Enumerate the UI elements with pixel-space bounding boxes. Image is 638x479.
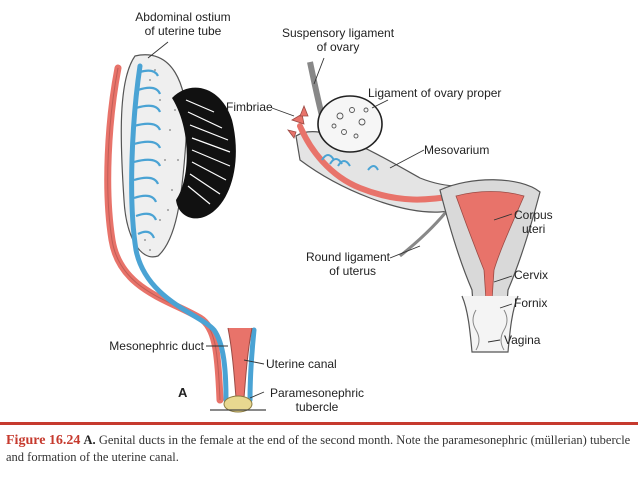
label-fornix: Fornix [514, 296, 548, 310]
label-suspensory-ligament: Suspensory ligament of ovary [268, 26, 408, 54]
label-vagina: Vagina [504, 333, 541, 347]
label-corpus-line2: uteri [522, 222, 546, 236]
panel-b-drawing [287, 61, 541, 353]
label-abdominal-ostium: Abdominal ostium of uterine tube [118, 10, 248, 38]
figure-number: Figure 16.24 [6, 433, 81, 448]
label-round-line1: Round ligament [305, 250, 390, 264]
gonad [172, 87, 236, 219]
label-fimbriae: Fimbriae [226, 100, 273, 114]
label-uterine-canal: Uterine canal [266, 357, 337, 371]
label-abdominal-ostium-line1: Abdominal ostium [135, 10, 231, 24]
label-corpus-line1: Corpus [514, 208, 553, 222]
paramesonephric-duct [129, 63, 229, 403]
leader-lines [147, 41, 513, 399]
panel-a-drawing [104, 54, 266, 413]
paramesonephric-tubercle [223, 395, 253, 413]
panel-letter-a: A [178, 385, 188, 400]
label-suspensory-line2: of ovary [316, 40, 360, 54]
label-tubercle-line2: tubercle [295, 400, 339, 414]
caption-text: Genital ducts in the female at the end o… [6, 433, 631, 464]
mesonephric-tubules [133, 69, 162, 239]
label-ligament-of-ovary-proper: Ligament of ovary proper [368, 86, 502, 100]
label-cervix: Cervix [514, 268, 549, 282]
caption-rule [0, 422, 638, 425]
label-round-line2: of uterus [329, 264, 376, 278]
label-paramesonephric-tubercle: Paramesonephric tubercle [262, 386, 372, 414]
caption-panel-letter: A. [83, 433, 96, 447]
figure-caption: Figure 16.24 A. Genital ducts in the fem… [6, 432, 632, 466]
label-tubercle-line1: Paramesonephric [269, 386, 365, 400]
label-corpus-uteri: Corpus uteri [514, 208, 553, 236]
genital-ducts-diagram [104, 41, 541, 413]
label-abdominal-ostium-line2: of uterine tube [144, 24, 222, 38]
label-suspensory-line1: Suspensory ligament [281, 26, 395, 40]
uterine-cavity [455, 191, 525, 301]
uterine-tube [297, 123, 457, 203]
label-mesovarium: Mesovarium [424, 143, 490, 157]
label-round-ligament: Round ligament of uterus [286, 250, 390, 278]
fimbriae [287, 104, 309, 139]
ovary [317, 95, 383, 153]
label-mesonephric-duct: Mesonephric duct [109, 339, 204, 353]
